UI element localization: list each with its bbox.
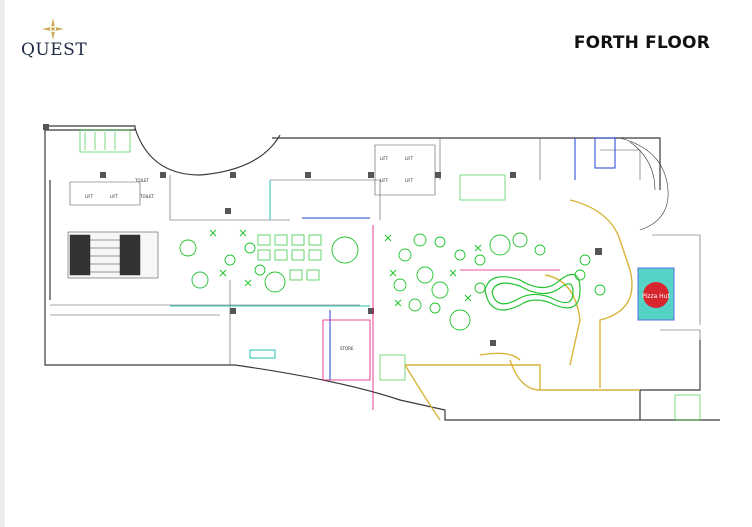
magenta-lines bbox=[322, 225, 560, 410]
toilet-label-2: TOILET bbox=[139, 194, 155, 199]
lift-label-5: LIFT bbox=[380, 178, 389, 183]
brand-name: QUEST bbox=[21, 40, 88, 60]
lift-label-6: LIFT bbox=[405, 178, 414, 183]
teal-accents bbox=[170, 180, 370, 359]
service-lines bbox=[302, 137, 616, 380]
quest-logo: QUEST bbox=[18, 18, 88, 68]
tenant-logo: Pizza Hut bbox=[642, 293, 670, 300]
store-label: STORE bbox=[340, 346, 354, 351]
serpentine-bar bbox=[484, 273, 581, 311]
interior-walls bbox=[50, 138, 701, 390]
lift-label-2: LIFT bbox=[110, 194, 119, 199]
lift-label-4: LIFT bbox=[405, 156, 414, 161]
yellow-partitions bbox=[404, 199, 640, 421]
tenant-unit: Pizza Hut bbox=[637, 267, 675, 321]
dining-tables bbox=[179, 232, 606, 331]
staircase bbox=[67, 231, 159, 279]
chair-clusters bbox=[209, 229, 482, 307]
spiral-stair bbox=[619, 137, 669, 231]
architectural-floor-plan: Pizza Hut LIFT LIFT LIFT LIFT LIFT LIFT … bbox=[43, 124, 720, 421]
left-margin-bar bbox=[0, 0, 5, 527]
room-labels: LIFT LIFT LIFT LIFT LIFT LIFT TOILET TOI… bbox=[85, 156, 414, 351]
lift-label-3: LIFT bbox=[380, 156, 389, 161]
green-stairs bbox=[79, 129, 701, 421]
page-title: FORTH FLOOR bbox=[573, 33, 710, 53]
rectangular-tables bbox=[257, 234, 322, 281]
columns bbox=[43, 124, 602, 346]
compass-star-icon bbox=[42, 18, 64, 40]
lift-label: LIFT bbox=[85, 194, 94, 199]
toilet-label: TOILET bbox=[134, 178, 150, 183]
